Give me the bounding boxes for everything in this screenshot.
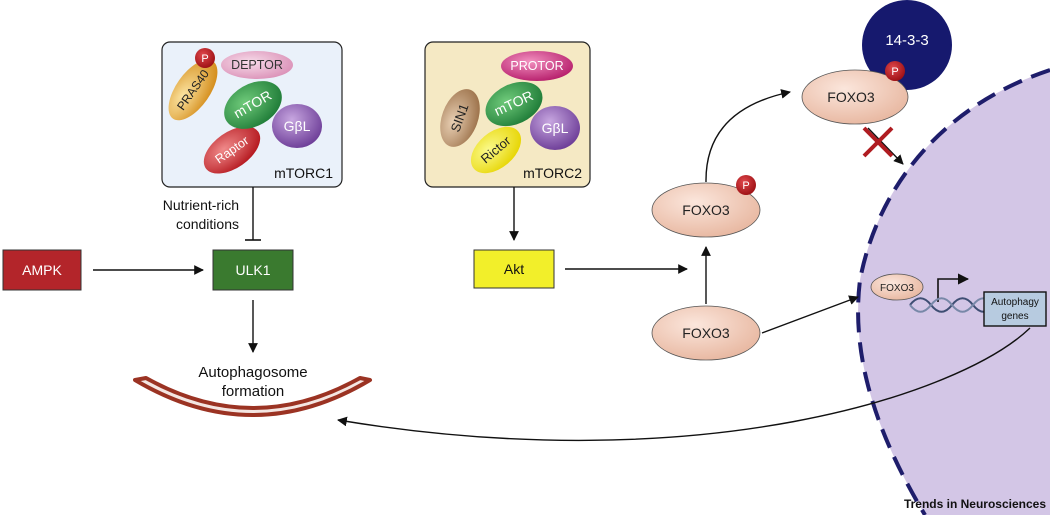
protor-label: PROTOR — [510, 59, 563, 73]
foxo3-sequestered — [801, 69, 909, 125]
autophagosome-label-line1: Autophagosome — [198, 364, 307, 381]
arrow-blocked-nuclear-entry — [867, 127, 904, 165]
deptor-label: DEPTOR — [231, 58, 283, 72]
foxo3-sequestered-phospho — [885, 61, 905, 81]
foxo3-phospho-group — [736, 175, 756, 195]
dna-helix — [909, 297, 995, 313]
gbl2-label: GβL — [542, 120, 569, 136]
protor-protein — [501, 51, 573, 81]
mtor-protein — [224, 81, 282, 129]
raptor-protein — [203, 126, 261, 174]
pras40-phospho-label: P — [201, 53, 208, 65]
pras40-phospho — [195, 48, 215, 68]
akt-label: Akt — [504, 261, 524, 277]
nuclear-envelope — [856, 68, 1050, 515]
mtorc1-complex: DEPTOR PRAS40 P Raptor GβL mTOR mTORC1 — [161, 41, 343, 188]
sin1-protein — [440, 89, 480, 147]
foxo3-nuclear-label: FOXO3 — [880, 283, 914, 294]
protein-14-3-3-label: 14-3-3 — [885, 32, 928, 49]
ulk1-label: ULK1 — [235, 262, 270, 278]
foxo3-sequestered-phospho-label: P — [891, 66, 898, 78]
transcription-start-arrow — [937, 273, 970, 302]
condition-label-line1: Nutrient-rich — [163, 197, 239, 213]
foxo3-phosphorylated — [651, 182, 761, 238]
foxo3-phospho-group-label: P — [742, 180, 749, 192]
autophagy-genes-box — [983, 291, 1047, 327]
condition-label-line2: conditions — [176, 216, 239, 232]
nucleus — [858, 70, 1050, 515]
mtor2-protein — [485, 81, 543, 127]
ampk-box — [2, 249, 82, 291]
block-cross — [862, 126, 894, 158]
autophagy-genes-label-line1: Autophagy — [991, 297, 1039, 308]
gbl2-protein — [530, 106, 580, 150]
ampk-label: AMPK — [22, 262, 62, 278]
mtorc2-complex: PROTOR SIN1 Rictor GβL mTOR mTORC2 — [424, 41, 591, 188]
deptor-protein — [221, 51, 293, 79]
arrow-foxo3-sequestration — [705, 89, 791, 183]
protein-14-3-3 — [862, 0, 952, 90]
mtorc1-label: mTORC1 — [274, 165, 333, 181]
foxo3-cytoplasmic — [651, 305, 761, 361]
mtorc2-label: mTORC2 — [523, 165, 582, 181]
ulk1-box — [212, 249, 294, 291]
foxo3-nuclear — [870, 273, 924, 301]
foxo3-sequestered-label: FOXO3 — [827, 89, 875, 105]
rictor-protein — [470, 126, 522, 174]
foxo3-cytoplasmic-label: FOXO3 — [682, 325, 730, 341]
gbl-label: GβL — [284, 118, 311, 134]
journal-credit: Trends in Neurosciences — [904, 497, 1046, 511]
foxo3-phosphorylated-label: FOXO3 — [682, 202, 730, 218]
pras40-protein — [168, 59, 218, 121]
phagophore-membrane — [133, 376, 372, 417]
arrow-genes-autophagosome — [337, 327, 1031, 442]
autophagosome-label-line2: formation — [222, 383, 285, 400]
gbl-protein — [272, 104, 322, 148]
autophagy-genes-label-line2: genes — [1001, 311, 1028, 322]
arrow-foxo3-nucleus — [761, 295, 859, 334]
akt-box — [473, 249, 555, 289]
